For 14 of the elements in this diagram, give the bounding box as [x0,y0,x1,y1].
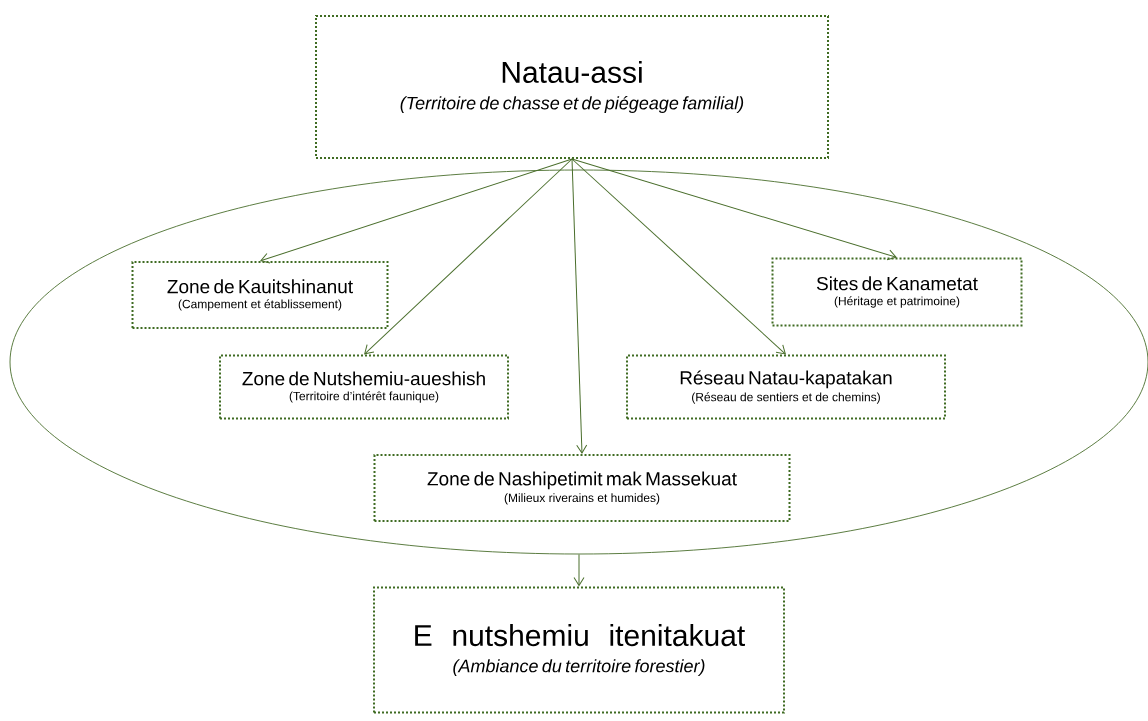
arrow [571,158,588,454]
title-box: E nutshemiu itenitakuat (Ambiance du territoire forestier) [373,586,785,714]
zone-box: Réseau Natau-kapatakan (Réseau de sentiers et de chemins) [626,354,946,420]
arrow [364,158,573,355]
zone-box: Zone de Nutshemiu-aueshish (Territoire d’intérêt faunique) [219,354,509,420]
arrow [573,553,585,587]
zone-box: Zone de Kauitshinanut (Campement et établissement) [131,261,389,329]
arrow [571,158,897,261]
zone-box: Zone de Nashipetimit mak Massekuat (Milieux riverains et humides) [373,454,791,522]
zone-box: Sites de Kanametat (Héritage et patrimoine) [771,257,1023,327]
title-box: Natau-assi (Territoire de chasse et de piégeage familial) [315,15,829,159]
ellipse [9,169,1148,555]
arrow [571,158,786,355]
arrow [260,158,573,264]
